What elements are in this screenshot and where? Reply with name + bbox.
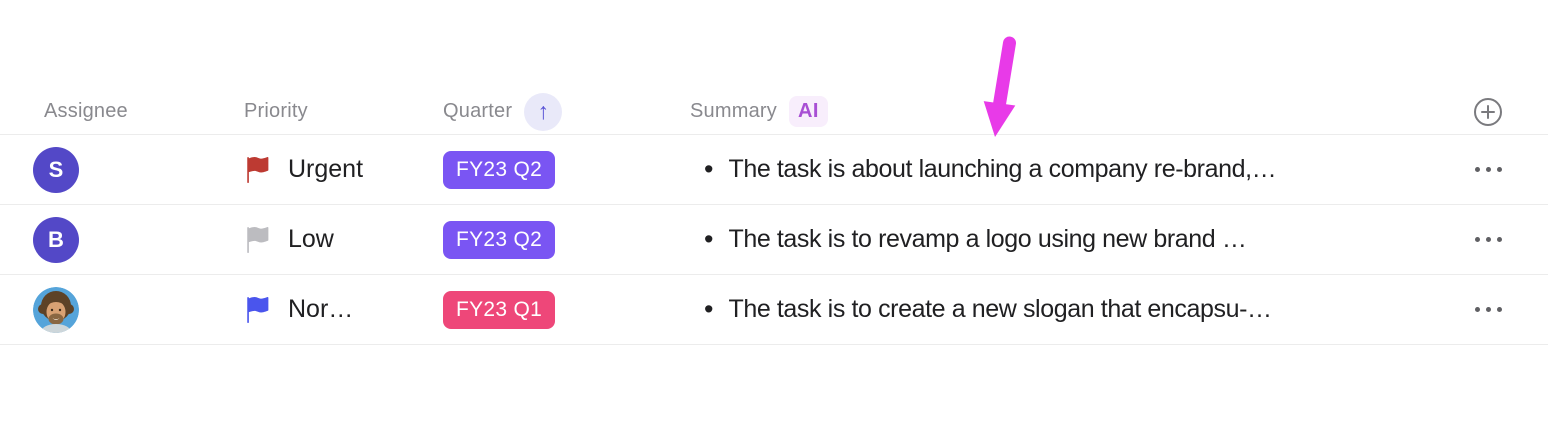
plus-circle-icon bbox=[1473, 97, 1503, 127]
summary-text: The task is about launching a company re… bbox=[728, 155, 1277, 183]
priority-label: Low bbox=[288, 225, 334, 253]
summary-cell[interactable]: • The task is about launching a company … bbox=[690, 155, 1458, 184]
task-table: Assignee Priority Quarter ↑ Summary AI bbox=[0, 89, 1548, 345]
row-menu-button[interactable] bbox=[1471, 229, 1506, 250]
ai-badge: AI bbox=[788, 96, 828, 127]
bullet-icon: • bbox=[704, 225, 714, 254]
add-column-button[interactable] bbox=[1473, 97, 1503, 127]
ellipsis-icon bbox=[1474, 307, 1502, 312]
assignee-cell: B bbox=[33, 216, 244, 263]
priority-cell[interactable]: Low bbox=[244, 225, 443, 254]
summary-text: The task is to create a new slogan that … bbox=[728, 295, 1272, 323]
bullet-icon: • bbox=[704, 155, 714, 184]
summary-cell[interactable]: • The task is to revamp a logo using new… bbox=[690, 225, 1458, 254]
summary-header-label: Summary bbox=[690, 100, 777, 122]
row-menu-button[interactable] bbox=[1471, 299, 1506, 320]
column-header-assignee[interactable]: Assignee bbox=[44, 100, 244, 123]
table-row[interactable]: Nor… FY23 Q1 • The task is to create a n… bbox=[0, 275, 1548, 345]
column-header-quarter[interactable]: Quarter ↑ bbox=[443, 92, 690, 131]
flag-icon bbox=[244, 226, 270, 254]
quarter-badge[interactable]: FY23 Q2 bbox=[443, 150, 556, 189]
sort-ascending-icon[interactable]: ↑ bbox=[524, 92, 563, 131]
priority-header-label: Priority bbox=[244, 100, 308, 122]
quarter-cell: FY23 Q2 bbox=[443, 220, 690, 259]
ellipsis-icon bbox=[1474, 167, 1502, 172]
priority-cell[interactable]: Urgent bbox=[244, 155, 443, 184]
priority-cell[interactable]: Nor… bbox=[244, 295, 443, 324]
quarter-cell: FY23 Q1 bbox=[443, 290, 690, 329]
row-menu-button[interactable] bbox=[1471, 159, 1506, 180]
avatar[interactable]: B bbox=[33, 216, 79, 263]
quarter-cell: FY23 Q2 bbox=[443, 150, 690, 189]
bullet-icon: • bbox=[704, 295, 714, 324]
assignee-cell: S bbox=[33, 146, 244, 193]
priority-label: Nor… bbox=[288, 295, 354, 323]
flag-icon bbox=[244, 296, 270, 324]
assignee-cell bbox=[33, 286, 244, 333]
ellipsis-icon bbox=[1474, 237, 1502, 242]
assignee-header-label: Assignee bbox=[44, 100, 128, 122]
table-row[interactable]: S Urgent FY23 Q2 • The task is about lau… bbox=[0, 135, 1548, 205]
flag-icon bbox=[244, 156, 270, 184]
avatar-photo[interactable] bbox=[33, 286, 79, 333]
table-row[interactable]: B Low FY23 Q2 • The task is to revamp a … bbox=[0, 205, 1548, 275]
quarter-badge[interactable]: FY23 Q1 bbox=[443, 290, 556, 329]
avatar[interactable]: S bbox=[33, 146, 79, 193]
column-header-priority[interactable]: Priority bbox=[244, 100, 443, 123]
summary-text: The task is to revamp a logo using new b… bbox=[728, 225, 1247, 253]
priority-label: Urgent bbox=[288, 155, 364, 183]
summary-cell[interactable]: • The task is to create a new slogan tha… bbox=[690, 295, 1458, 324]
column-header-summary[interactable]: Summary AI bbox=[690, 96, 1458, 127]
table-header-row: Assignee Priority Quarter ↑ Summary AI bbox=[0, 89, 1548, 135]
quarter-header-label: Quarter bbox=[443, 100, 513, 122]
quarter-badge[interactable]: FY23 Q2 bbox=[443, 220, 556, 259]
